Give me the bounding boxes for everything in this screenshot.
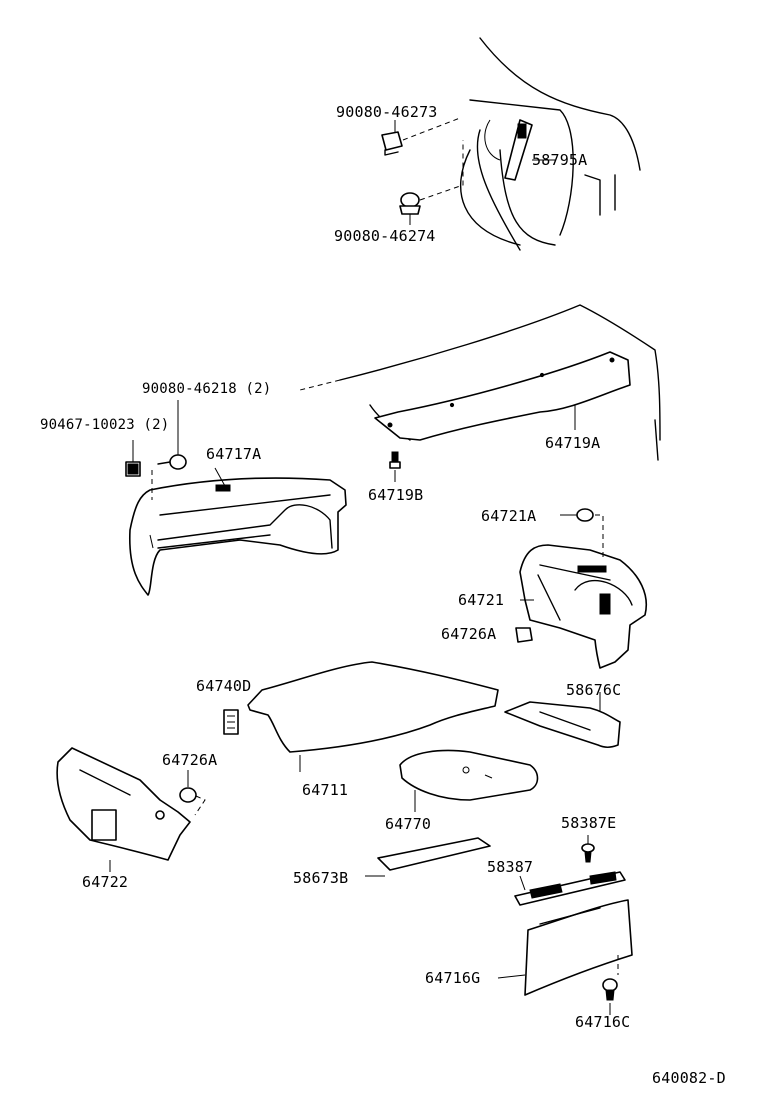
clip-64716C-part <box>602 978 618 1001</box>
label-64719B: 64719B <box>368 486 424 504</box>
label-90467-10023: 90467-10023 (2) <box>40 417 170 433</box>
label-64716C: 64716C <box>575 1013 631 1031</box>
label-64716G: 64716G <box>425 969 481 987</box>
diagram-code: 640082-D <box>652 1069 726 1087</box>
clip-64721A-part <box>576 508 594 522</box>
label-64770: 64770 <box>385 815 432 833</box>
clip-64719B-part <box>389 451 401 469</box>
label-64726A-left: 64726A <box>162 751 218 769</box>
label-64740D: 64740D <box>196 677 252 695</box>
package-tray-64719A-part <box>374 351 631 441</box>
label-58673B: 58673B <box>293 869 349 887</box>
label-90080-46274: 90080-46274 <box>334 227 436 245</box>
strip-58387-part <box>514 871 626 906</box>
label-64711: 64711 <box>302 781 349 799</box>
trunk-trim-64721-part <box>519 544 647 669</box>
label-58795A: 58795A <box>532 151 588 169</box>
clip-90467-10023-part <box>125 461 141 477</box>
label-64721: 64721 <box>458 591 505 609</box>
label-64722: 64722 <box>82 873 129 891</box>
label-58387: 58387 <box>487 858 534 876</box>
trunk-trim-64717A-part <box>129 477 347 596</box>
label-64719A: 64719A <box>545 434 601 452</box>
strip-58673B-part <box>377 837 491 871</box>
label-90080-46273: 90080-46273 <box>336 103 438 121</box>
clip-90080-46273-part <box>381 131 403 156</box>
label-64721A: 64721A <box>481 507 537 525</box>
spare-cover-64770-part <box>399 749 539 801</box>
label-58387E: 58387E <box>561 814 617 832</box>
screw-90080-46218-part <box>157 454 187 470</box>
clip-64726A-left-part <box>179 787 197 803</box>
label-64717A: 64717A <box>206 445 262 463</box>
clip-64726A-right-part <box>515 627 533 643</box>
panel-58676C-part <box>504 701 621 749</box>
trunk-trim-64722-part <box>56 747 191 861</box>
clip-90080-46274-part <box>399 192 421 215</box>
label-64726A-right: 64726A <box>441 625 497 643</box>
clip-58387E-part <box>581 843 595 863</box>
quarter-panel-outline <box>459 37 641 251</box>
tag-64740D-part <box>223 709 239 735</box>
trunk-mat-64711-part <box>247 661 499 753</box>
panel-64716G-part <box>524 899 633 996</box>
label-90080-46218: 90080-46218 (2) <box>142 381 272 397</box>
trim-58795A-part <box>504 119 533 181</box>
label-58676C: 58676C <box>566 681 622 699</box>
